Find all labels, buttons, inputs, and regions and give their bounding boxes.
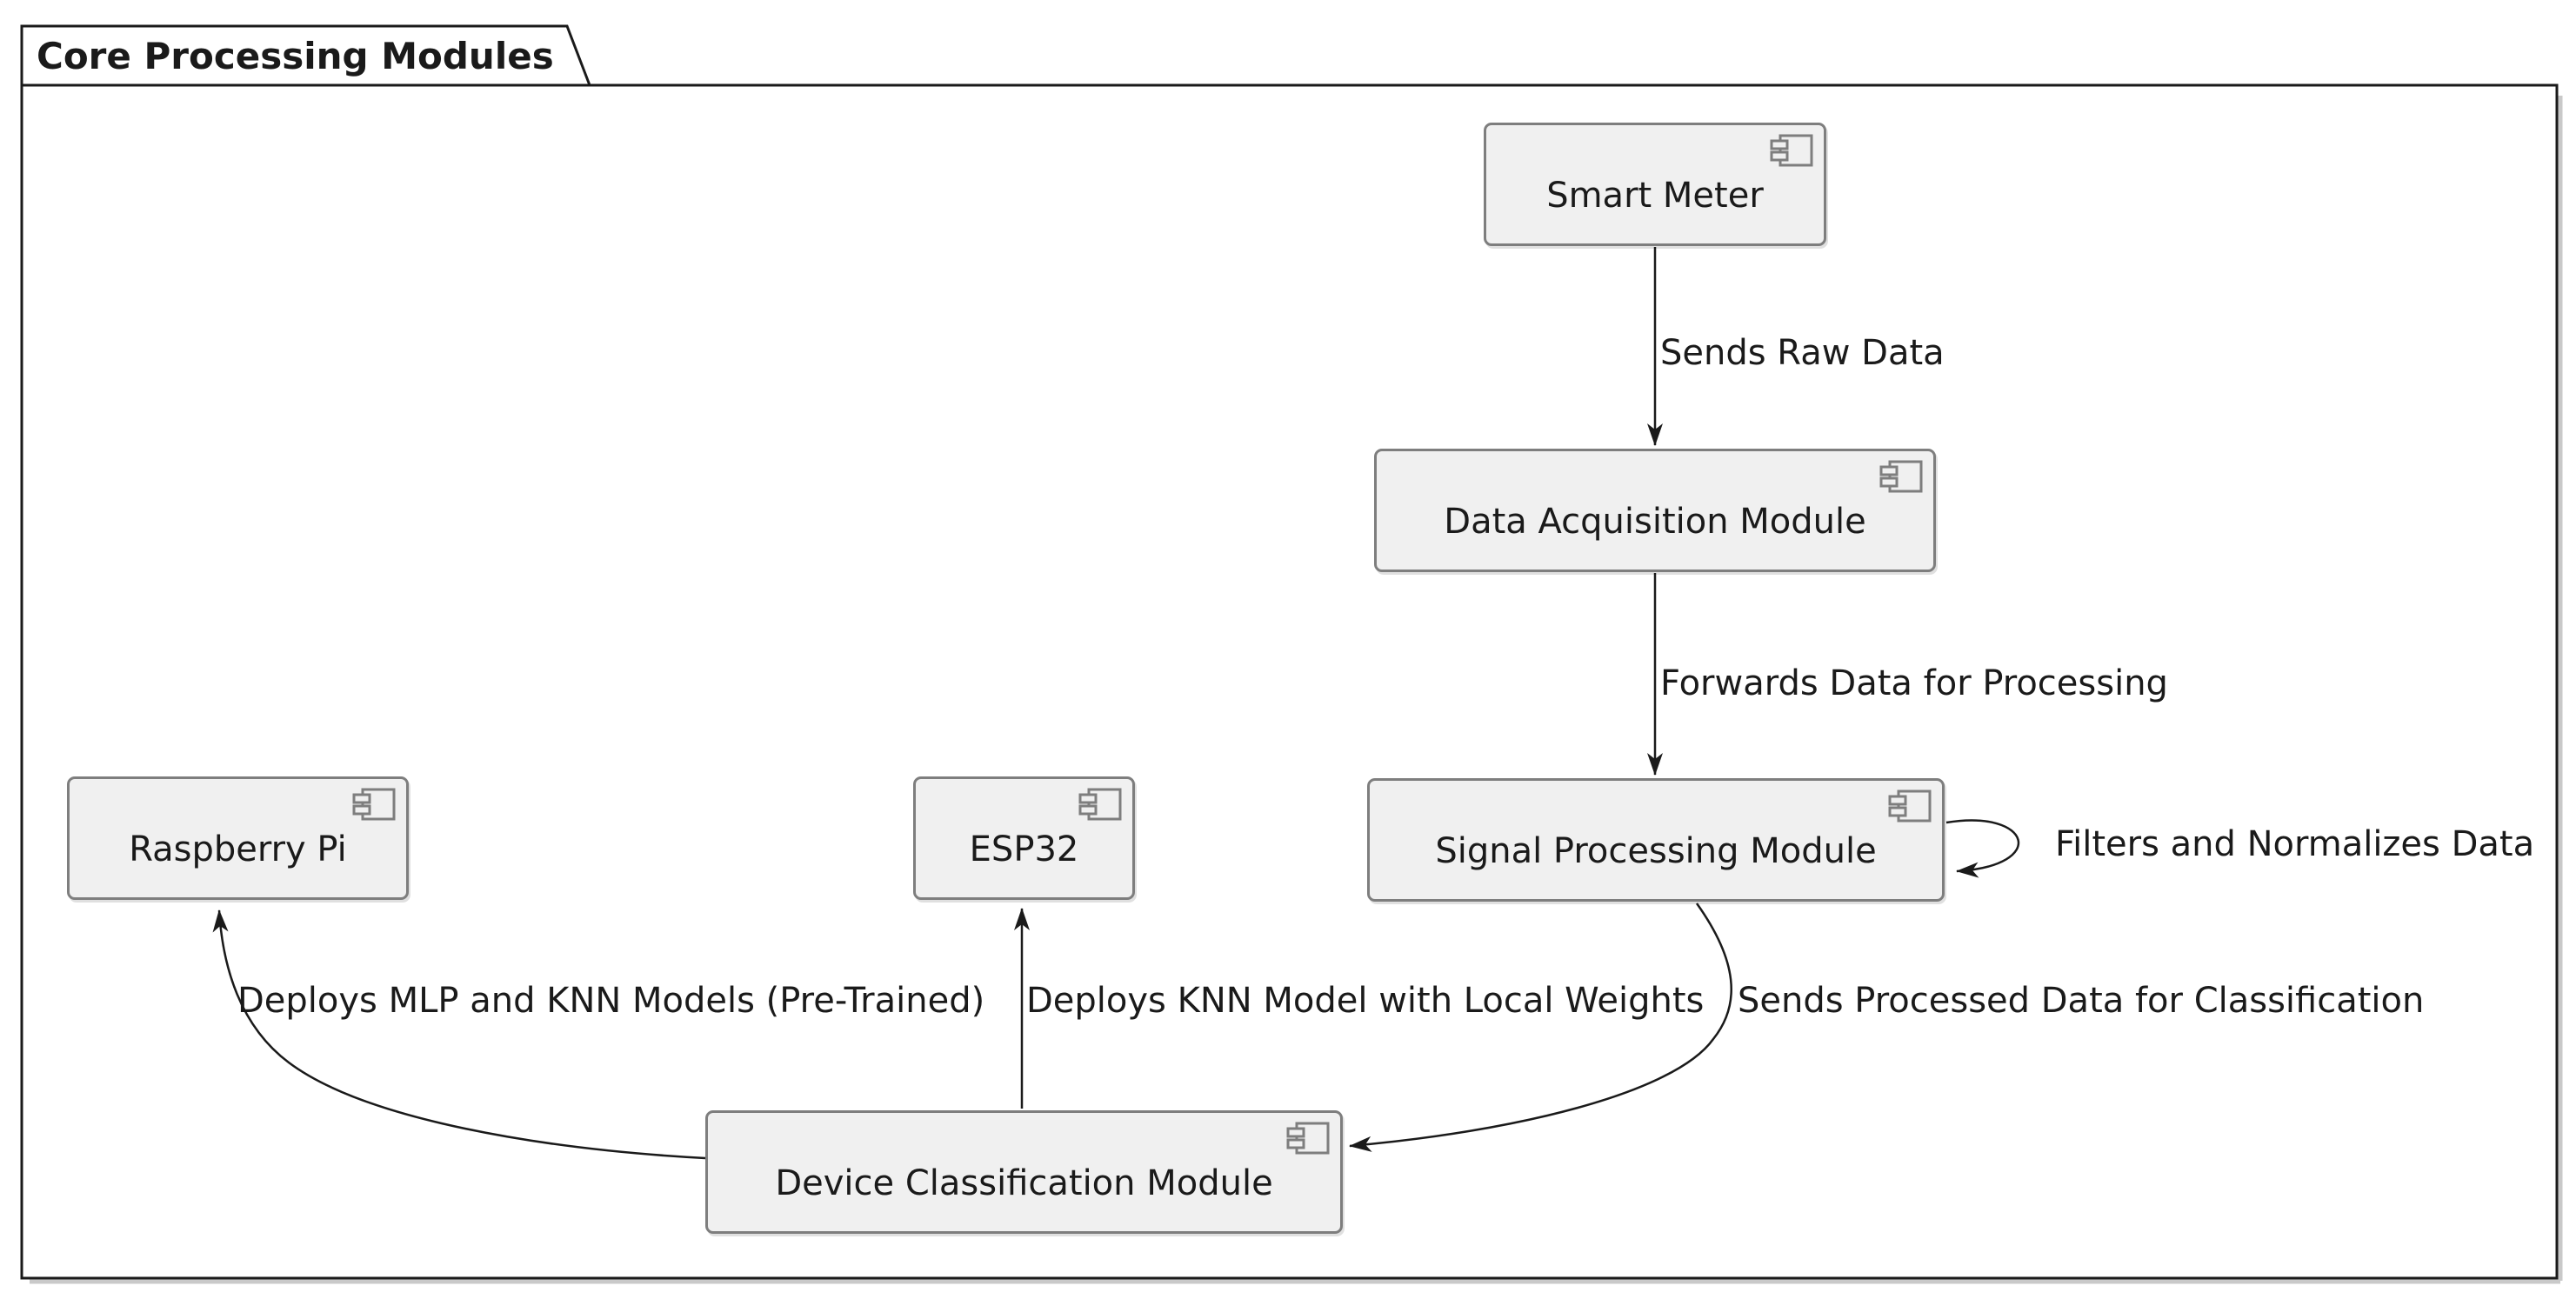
- edge-label-forwards-data-for-processing: Forwards Data for Processing: [1660, 663, 2168, 703]
- component-label: Data Acquisition Module: [1444, 502, 1866, 542]
- component-icon: [352, 788, 396, 821]
- component-esp32: ESP32: [913, 776, 1135, 900]
- package-frame: [20, 83, 2559, 1280]
- component-signal-processing: Signal Processing Module: [1367, 778, 1945, 902]
- component-data-acquisition: Data Acquisition Module: [1374, 449, 1936, 572]
- edge-label-deploys-knn-local-weights: Deploys KNN Model with Local Weights: [1026, 981, 1705, 1021]
- component-icon: [1286, 1122, 1330, 1155]
- edge-device-classification-to-raspberry-pi: [212, 909, 706, 1160]
- component-device-classification: Device Classification Module: [705, 1110, 1343, 1234]
- edge-label-sends-processed-data: Sends Processed Data for Classification: [1738, 981, 2425, 1021]
- component-smart-meter: Smart Meter: [1484, 123, 1826, 246]
- edge-signal-processing-to-device-classification: [1349, 903, 1733, 1152]
- package-frame-shadow: [30, 96, 2563, 1284]
- component-icon: [1888, 789, 1932, 823]
- component-raspberry-pi: Raspberry Pi: [67, 776, 409, 900]
- package-tab: [20, 24, 592, 87]
- component-label: Smart Meter: [1546, 176, 1764, 216]
- component-label: Raspberry Pi: [129, 829, 347, 869]
- component-icon: [1078, 788, 1122, 821]
- component-icon: [1879, 460, 1923, 493]
- edge-signal-processing-self-loop: [1945, 819, 2020, 878]
- package-title: Core Processing Modules: [37, 35, 554, 77]
- component-label: ESP32: [969, 829, 1079, 869]
- edge-label-filters-and-normalizes-data: Filters and Normalizes Data: [2055, 824, 2535, 864]
- component-label: Device Classification Module: [775, 1163, 1273, 1203]
- component-label: Signal Processing Module: [1435, 831, 1877, 871]
- edge-label-deploys-mlp-knn-pretrained: Deploys MLP and KNN Models (Pre-Trained): [237, 981, 985, 1021]
- edge-label-sends-raw-data: Sends Raw Data: [1660, 333, 1945, 373]
- component-icon: [1770, 134, 1813, 167]
